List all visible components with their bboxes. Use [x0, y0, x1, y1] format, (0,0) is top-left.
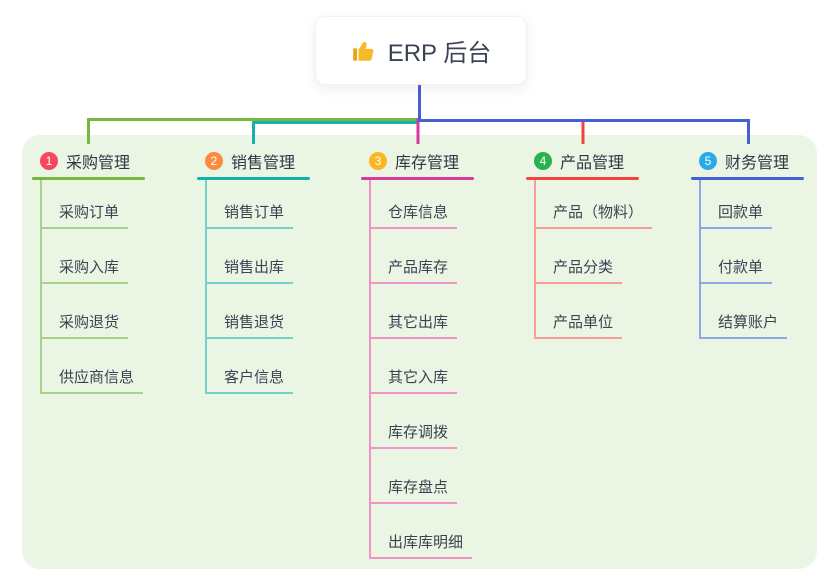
- branch-title: 财务管理: [725, 154, 790, 172]
- branch-column: 4 产品管理 产品（物料）产品分类产品单位: [526, 144, 653, 339]
- branch-underline: [526, 177, 639, 180]
- mindmap-node-item[interactable]: 结算账户: [701, 284, 788, 339]
- branch-number-badge: 1: [40, 151, 58, 170]
- branch-items: 回款单付款单结算账户: [699, 180, 804, 339]
- branch-title: 产品管理: [560, 154, 625, 172]
- branch-items: 仓库信息产品库存其它出库其它入库库存调拨库存盘点出库库明细: [369, 180, 474, 559]
- branch-number-badge: 5: [699, 151, 717, 170]
- mindmap-panel: [22, 135, 817, 569]
- branch-underline: [32, 177, 145, 180]
- branch-node[interactable]: 2 销售管理: [197, 144, 310, 177]
- branch-title: 采购管理: [66, 154, 131, 172]
- branch-number-badge: 4: [534, 151, 552, 170]
- mindmap-node-item[interactable]: 采购入库: [42, 229, 129, 284]
- mindmap-node-item[interactable]: 供应商信息: [42, 339, 144, 394]
- mindmap-node-item[interactable]: 库存盘点: [371, 449, 458, 504]
- branch-items: 产品（物料）产品分类产品单位: [534, 180, 653, 339]
- root-title: ERP 后台: [387, 40, 492, 67]
- mindmap-node-item[interactable]: 产品单位: [536, 284, 623, 339]
- branch-title: 销售管理: [231, 154, 296, 172]
- mindmap-node-item[interactable]: 付款单: [701, 229, 773, 284]
- branch-number-badge: 2: [205, 151, 223, 170]
- mindmap-node-item[interactable]: 客户信息: [207, 339, 294, 394]
- branch-items: 采购订单采购入库采购退货供应商信息: [40, 180, 145, 394]
- mindmap-node-item[interactable]: 其它入库: [371, 339, 458, 394]
- branch-underline: [197, 177, 310, 180]
- mindmap-node-item[interactable]: 采购退货: [42, 284, 129, 339]
- branch-items: 销售订单销售出库销售退货客户信息: [205, 180, 310, 394]
- mindmap-node-item[interactable]: 产品库存: [371, 229, 458, 284]
- mindmap-node-item[interactable]: 仓库信息: [371, 180, 458, 229]
- mindmap-node-item[interactable]: 产品（物料）: [536, 180, 653, 229]
- mindmap-node-item[interactable]: 出库库明细: [371, 504, 473, 559]
- mindmap-node-item[interactable]: 回款单: [701, 180, 773, 229]
- branch-underline: [691, 177, 804, 180]
- branch-column: 2 销售管理 销售订单销售出库销售退货客户信息: [197, 144, 310, 394]
- mindmap-node-item[interactable]: 销售订单: [207, 180, 294, 229]
- root-node[interactable]: ERP 后台: [315, 16, 527, 85]
- branch-number-badge: 3: [369, 151, 387, 170]
- branch-node[interactable]: 4 产品管理: [526, 144, 639, 177]
- branch-node[interactable]: 3 库存管理: [361, 144, 474, 177]
- thumbs-up-icon: [351, 38, 377, 64]
- mindmap-node-item[interactable]: 其它出库: [371, 284, 458, 339]
- mindmap-node-item[interactable]: 产品分类: [536, 229, 623, 284]
- mindmap-node-item[interactable]: 销售出库: [207, 229, 294, 284]
- branch-column: 5 财务管理 回款单付款单结算账户: [691, 144, 804, 339]
- branch-column: 3 库存管理 仓库信息产品库存其它出库其它入库库存调拨库存盘点出库库明细: [361, 144, 474, 559]
- branch-column: 1 采购管理 采购订单采购入库采购退货供应商信息: [32, 144, 145, 394]
- branch-node[interactable]: 1 采购管理: [32, 144, 145, 177]
- mindmap-node-item[interactable]: 库存调拨: [371, 394, 458, 449]
- branch-underline: [361, 177, 474, 180]
- mindmap-node-item[interactable]: 采购订单: [42, 180, 129, 229]
- branch-node[interactable]: 5 财务管理: [691, 144, 804, 177]
- branch-title: 库存管理: [395, 154, 460, 172]
- mindmap-node-item[interactable]: 销售退货: [207, 284, 294, 339]
